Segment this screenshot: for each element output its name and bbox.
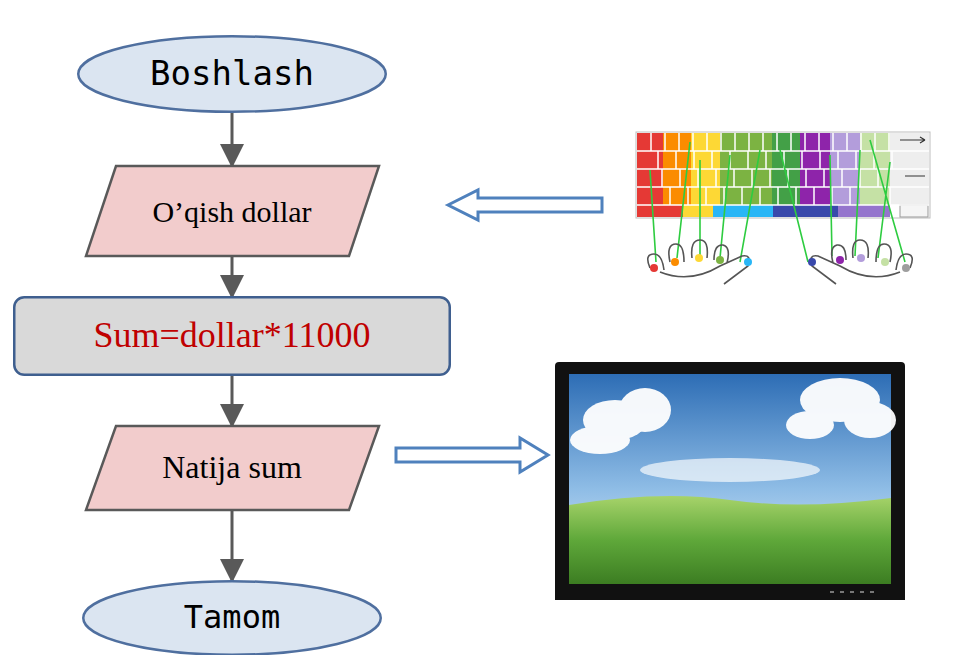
key (683, 205, 713, 217)
key-symbols (900, 137, 925, 176)
fingertip (671, 258, 679, 266)
monitor-bezel (555, 584, 905, 600)
output-parallelogram-shape (86, 426, 379, 510)
node-text: Tamom (184, 600, 280, 635)
monitor-buttons (830, 591, 874, 593)
fingertip (808, 258, 816, 266)
key (773, 205, 838, 217)
node-text: Sum=dollar*11000 (94, 316, 371, 356)
start-terminal-shape (78, 36, 386, 112)
clouds (570, 378, 896, 482)
flow-arrow (231, 511, 234, 580)
fingertip (650, 264, 658, 272)
grass (569, 496, 891, 584)
end-terminal: Tamom (82, 580, 382, 655)
key (838, 205, 890, 217)
fingertip (716, 256, 724, 264)
key (900, 205, 928, 217)
flow-arrow (231, 113, 234, 165)
fingertip (881, 258, 889, 266)
key (637, 205, 683, 217)
start-terminal: Boshlash (77, 35, 387, 113)
node-text: O’qish dollar (152, 195, 311, 228)
process-box: Sum=dollar*11000 (13, 296, 451, 376)
node-text: Natija sum (162, 450, 302, 485)
output-block-arrow (396, 438, 548, 472)
left-hand (648, 240, 749, 284)
flow-arrow (231, 257, 234, 296)
keyboard-body (636, 132, 930, 218)
fingertip (695, 254, 703, 262)
input-parallelogram: O’qish dollar (85, 165, 380, 257)
monitor (555, 362, 905, 600)
node-text: Boshlash (150, 55, 314, 92)
flow-arrow (231, 376, 234, 425)
output-parallelogram: Natija sum (85, 425, 380, 511)
right-hand (811, 240, 912, 284)
input-parallelogram-shape (86, 166, 379, 256)
fingertip (744, 258, 752, 266)
process-box-shape (14, 297, 450, 375)
input-block-arrow (448, 190, 602, 220)
key (713, 205, 773, 217)
fingertip (836, 256, 844, 264)
keyboard (636, 132, 930, 284)
fingertip (857, 254, 865, 262)
monitor-screen (569, 374, 891, 584)
monitor-frame (555, 362, 905, 600)
end-terminal-shape (83, 581, 381, 655)
fingertip (902, 264, 910, 272)
